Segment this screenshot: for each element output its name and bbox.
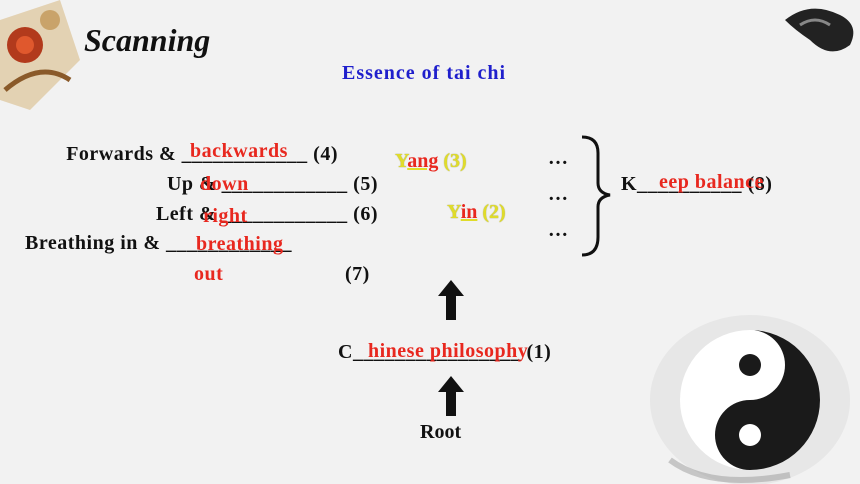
yang-answer: ang: [407, 150, 439, 172]
slide-title: Scanning: [84, 22, 211, 58]
answer-keep-balance: eep balance: [659, 171, 764, 193]
yin-label: Yin (2): [447, 201, 506, 224]
answer-right: right: [203, 205, 248, 227]
list-item-prefix: Up & ____________: [166, 173, 348, 195]
yang-number: (3): [443, 150, 467, 172]
list-item-prefix: Forwards & ____________: [66, 143, 308, 165]
list-item-forwards: Forwards & ____________ (4): [66, 143, 338, 166]
yin-number: (2): [482, 201, 506, 223]
list-item-number: (5): [353, 173, 378, 195]
list-item-breathing: Breathing in & ____________: [25, 232, 292, 255]
list-item-number: (6): [353, 203, 378, 225]
answer-down: down: [200, 173, 249, 195]
ellipsis: …: [548, 183, 568, 205]
ellipsis: …: [548, 219, 568, 241]
yin-yang-decoration-icon: [650, 315, 850, 484]
ink-brush-decoration-icon: [785, 8, 854, 52]
keep-line: K__________ (8): [621, 173, 772, 196]
chinese-prefix: C________________: [338, 341, 521, 363]
list-item-up: Up & ____________ (5): [167, 173, 378, 196]
up-arrow-icon: [438, 280, 464, 320]
list-item-number-7: (7): [345, 263, 370, 285]
ellipsis: …: [548, 147, 568, 169]
chinese-number: (1): [526, 341, 552, 363]
yang-letter: Y: [395, 150, 408, 172]
answer-backwards: backwards: [190, 140, 288, 162]
yin-answer: in: [460, 201, 478, 223]
list-item-left: Left & ____________ (6): [156, 203, 378, 226]
keep-prefix: K__________: [621, 173, 743, 195]
food-decoration-icon: [0, 0, 80, 110]
up-arrow-icon: [438, 376, 464, 416]
curly-brace-icon: [581, 135, 611, 257]
list-item-number: (4): [313, 143, 338, 165]
answer-out: out: [194, 263, 224, 285]
answer-chinese-philosophy: hinese philosophy: [368, 340, 529, 362]
slide-subtitle: Essence of tai chi: [342, 62, 507, 84]
keep-number: (8): [747, 173, 773, 195]
root-label: Root: [420, 421, 462, 443]
yin-letter: Y: [447, 201, 461, 223]
list-item-prefix: Left & ____________: [155, 203, 348, 225]
yang-label: Yang (3): [395, 150, 467, 173]
chinese-line: C________________ (1): [338, 341, 551, 364]
list-item-prefix: Breathing in & ____________: [25, 232, 293, 254]
answer-breathing: breathing: [196, 233, 284, 255]
